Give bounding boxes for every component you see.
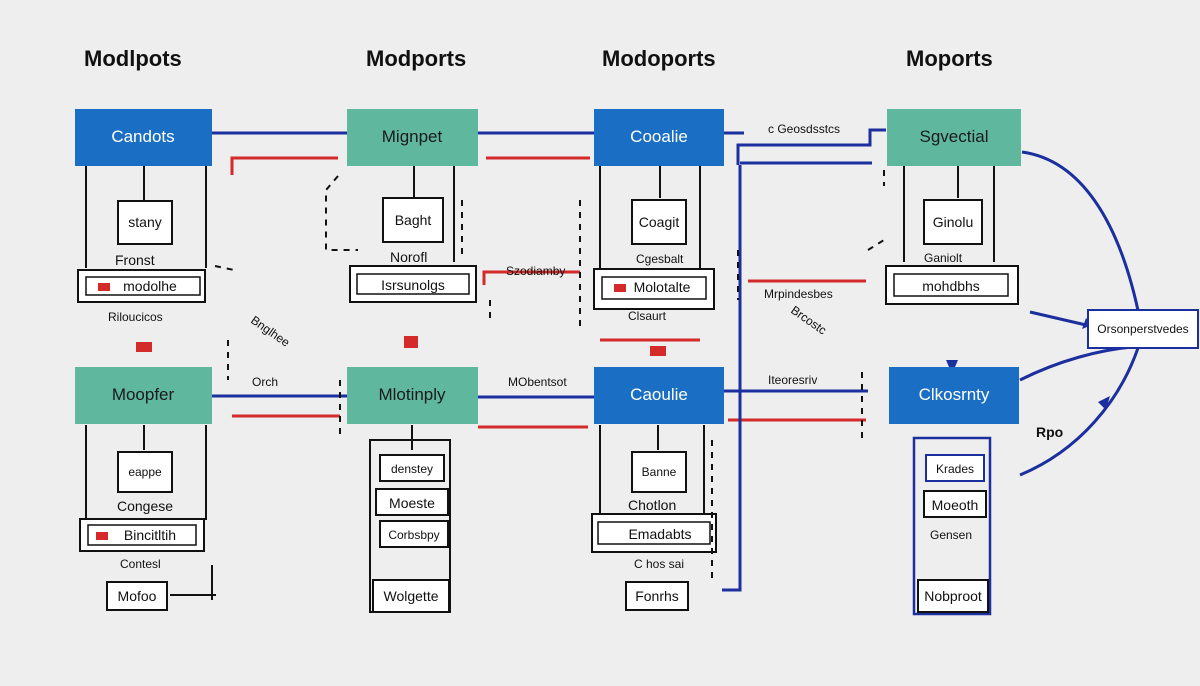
- sub-box-2b[interactable]: [379, 454, 445, 482]
- sub-label-2e: Wolgette: [384, 588, 439, 604]
- stack-frame-4: [912, 436, 992, 616]
- bottom-module-box-2[interactable]: [347, 367, 478, 424]
- sub-box-2c[interactable]: [375, 488, 449, 516]
- sub-box-3a[interactable]: [631, 199, 687, 245]
- sub-box-1a[interactable]: [117, 200, 173, 245]
- top-module-box-3[interactable]: [594, 109, 724, 166]
- bottom-module-label-3: Caoulie: [630, 385, 688, 404]
- caption-1b: Riloucicos: [108, 310, 163, 324]
- sub-label-3b: Banne: [642, 465, 677, 479]
- side-box-label: Orsonperstvedes: [1097, 322, 1188, 336]
- port-bar-label-2a: Isrsunolgs: [381, 277, 445, 293]
- top-module-label-1: Candots: [111, 127, 174, 146]
- port-bar-4a[interactable]: [885, 265, 1019, 305]
- column-3: Cooalie Coagit Cgesbalt Molotalte Clsaur…: [591, 109, 724, 611]
- sub-label-4a: Ginolu: [933, 214, 973, 230]
- caption-3a: Cgesbalt: [636, 252, 684, 266]
- caption-4a: Ganiolt: [924, 251, 963, 265]
- sub-label-1a: stany: [128, 214, 161, 230]
- connector-label-diag-2: Brcostc: [788, 303, 829, 337]
- sub-box-4a[interactable]: [923, 199, 983, 245]
- sub-box-1b[interactable]: [117, 451, 173, 493]
- sub-label-2d: Corbsbpy: [388, 528, 439, 542]
- caption-4b: Gensen: [930, 528, 972, 542]
- bottom-module-box-4[interactable]: [889, 367, 1019, 424]
- port-bar-2a[interactable]: [349, 265, 477, 303]
- sub-label-3c: Fonrhs: [635, 588, 679, 604]
- connector-label-top: c Geosdsstcs: [768, 122, 840, 136]
- bottom-module-label-1: Moopfer: [112, 385, 175, 404]
- caption-1d: Contesl: [120, 557, 161, 571]
- sub-label-4d: Nobproot: [924, 588, 982, 604]
- bottom-module-label-2: Mlotinply: [378, 385, 446, 404]
- port-bar-label-1a: modolhe: [123, 278, 177, 294]
- port-bar-3b[interactable]: [591, 513, 717, 553]
- sub-label-2c: Moeste: [389, 495, 435, 511]
- port-bar-label-3b: Emadabts: [628, 526, 691, 542]
- sub-label-1c: Mofoo: [118, 588, 157, 604]
- port-bar-label-3a: Molotalte: [634, 279, 691, 295]
- sub-box-3b[interactable]: [631, 451, 687, 493]
- column-title-2: Modports: [366, 46, 466, 71]
- connector-label-mid-2: Mrpindesbes: [764, 287, 833, 301]
- top-module-box-4[interactable]: [887, 109, 1021, 166]
- sub-box-2e[interactable]: [372, 579, 450, 613]
- port-bar-label-1b: Bincitltih: [124, 527, 176, 543]
- connector-label-bottom-2: MObentsot: [508, 375, 567, 389]
- sub-label-4c: Moeoth: [932, 497, 979, 513]
- column-title-1: Modlpots: [84, 46, 182, 71]
- sub-box-2d[interactable]: [379, 520, 449, 548]
- port-bar-label-4a: mohdbhs: [922, 278, 980, 294]
- caption-2a: Norofl: [390, 249, 427, 265]
- sub-box-4c[interactable]: [923, 490, 987, 518]
- sub-label-2b: denstey: [391, 462, 433, 476]
- column-2: Mignpet Baght Norofl Isrsunolgs Mlotinpl…: [347, 109, 478, 613]
- top-module-box-2[interactable]: [347, 109, 478, 166]
- caption-3c: Chotlon: [628, 497, 676, 513]
- bottom-module-box-1[interactable]: [75, 367, 212, 424]
- sub-box-2a[interactable]: [382, 197, 444, 243]
- caption-1c: Congese: [117, 498, 173, 514]
- sub-label-2a: Baght: [395, 212, 432, 228]
- caption-3d: C hos sai: [634, 557, 684, 571]
- column-1: Candots stany Fronst modolhe Riloucicos …: [75, 109, 212, 611]
- connector-label-mid-1: Szodiamby: [506, 264, 565, 278]
- bottom-module-label-4: Clkosrnty: [919, 385, 990, 404]
- dashed-traces: [214, 170, 885, 580]
- sub-box-3c[interactable]: [625, 581, 689, 611]
- sub-box-4b[interactable]: [925, 454, 985, 482]
- column-4: Sgvectial Ginolu Ganiolt mohdbhs Clkosrn…: [885, 109, 1021, 616]
- top-module-label-2: Mignpet: [382, 127, 443, 146]
- caption-3b: Clsaurt: [628, 309, 667, 323]
- connector-label-diag-1: Bnglhee: [248, 313, 292, 350]
- column-title-3: Modoports: [602, 46, 716, 71]
- caption-1a: Fronst: [115, 252, 155, 268]
- top-module-box-1[interactable]: [75, 109, 212, 166]
- side-label: Rpo: [1036, 424, 1063, 440]
- top-module-label-3: Cooalie: [630, 127, 688, 146]
- sub-box-1c[interactable]: [106, 581, 168, 611]
- red-markers: [136, 336, 666, 356]
- connector-label-bottom-1: Orch: [252, 375, 278, 389]
- column-title-4: Moports: [906, 46, 993, 71]
- side-box[interactable]: [1087, 309, 1199, 349]
- sub-label-3a: Coagit: [639, 214, 680, 230]
- bottom-module-box-3[interactable]: [594, 367, 724, 424]
- connector-lines: [212, 128, 1142, 592]
- sub-label-1b: eappe: [128, 465, 162, 479]
- sub-box-4d[interactable]: [917, 579, 989, 613]
- connector-label-bottom-3: Iteoresriv: [768, 373, 817, 387]
- top-module-label-4: Sgvectial: [920, 127, 989, 146]
- sub-label-4b: Krades: [936, 462, 974, 476]
- vertical-connectors: [85, 165, 995, 600]
